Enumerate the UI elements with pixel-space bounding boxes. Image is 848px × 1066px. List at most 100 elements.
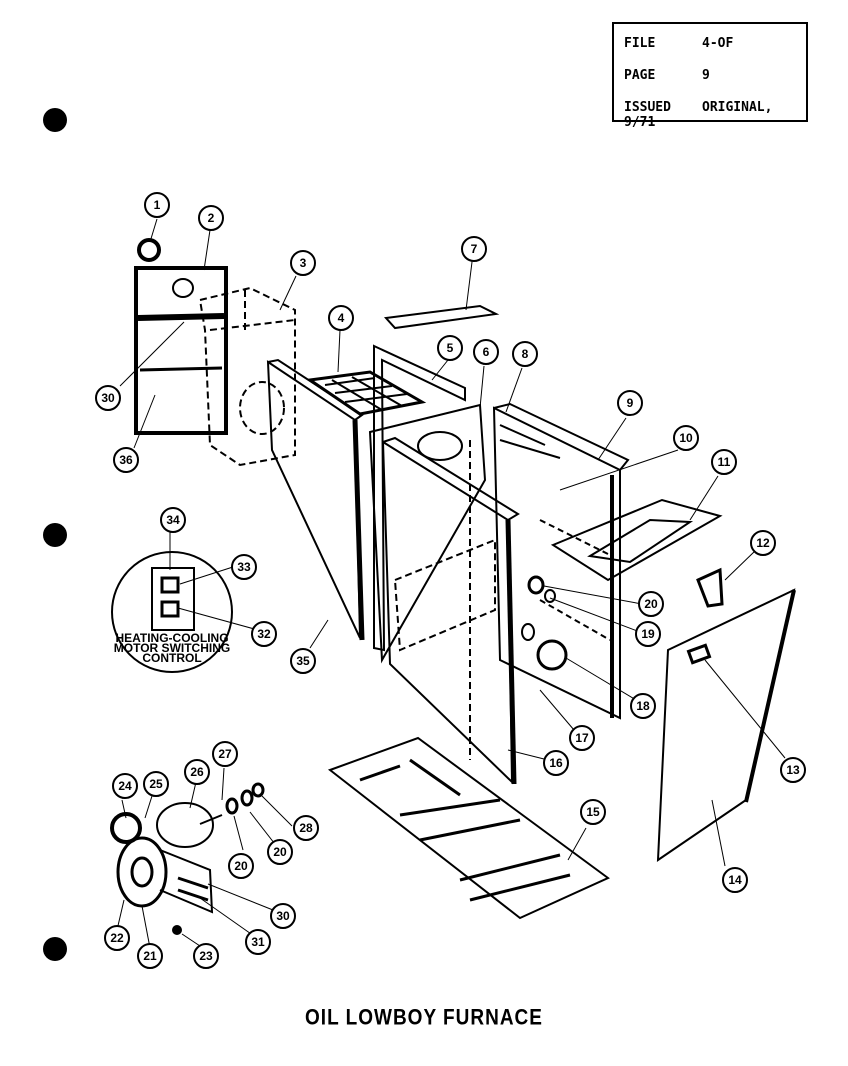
callout-number: 7 [471,242,478,256]
heat-exchanger-grid [305,370,427,416]
callout-circle [228,853,254,879]
callout-circle [328,305,354,331]
callout-17: 17 [569,725,595,751]
diagram-title: OIL LOWBOY FURNACE [305,1006,543,1031]
file-label: FILE [624,36,656,51]
base-pan [327,736,610,920]
callout-number: 30 [276,909,290,923]
callout-20: 20 [638,591,664,617]
callout-5: 5 [437,335,463,361]
binder-hole-bottom [43,937,67,961]
callout-circle [780,757,806,783]
baffle-panel [368,403,487,664]
callout-number: 18 [636,699,650,713]
inset-caption-line-1: HEATING-COOLING [115,631,228,645]
callout-31: 31 [245,929,271,955]
callout-number: 8 [522,347,529,361]
inset-caption-line-2: MOTOR SWITCHING [114,641,230,655]
callout-6: 6 [473,339,499,365]
callout-circle [112,773,138,799]
callout-20: 20 [228,853,254,879]
callout-circle [270,903,296,929]
issued-label: ISSUED [624,100,671,115]
callout-10: 10 [673,425,699,451]
issued-value: ORIGINAL, 9/71 [624,100,773,130]
callout-number: 32 [257,627,271,641]
callout-8: 8 [512,341,538,367]
callout-number: 11 [718,455,731,469]
callout-26: 26 [184,759,210,785]
callout-circle [113,447,139,473]
leader-lines [116,218,786,951]
callout-36: 36 [113,447,139,473]
inset-caption: HEATING-COOLING MOTOR SWITCHING CONTROL [114,631,230,665]
callout-circle [293,815,319,841]
callout-33: 33 [231,554,257,580]
callout-12: 12 [750,530,776,556]
callout-circle [473,339,499,365]
callout-30: 30 [270,903,296,929]
callout-28: 28 [293,815,319,841]
callout-circle [184,759,210,785]
duct-collar [550,498,723,582]
callout-number: 36 [119,453,133,467]
callout-20: 20 [267,839,293,865]
callout-32: 32 [251,621,277,647]
callout-number: 33 [237,560,251,574]
callout-number: 12 [756,536,770,550]
callout-15: 15 [580,799,606,825]
callout-circle [512,341,538,367]
callout-number: 21 [143,949,157,963]
callout-circle [722,867,748,893]
inset-caption-line-3: CONTROL [142,651,201,665]
callout-number: 20 [644,597,658,611]
callout-circle [104,925,130,951]
callout-14: 14 [722,867,748,893]
callout-number: 9 [627,396,634,410]
callout-number: 10 [679,431,693,445]
callout-number: 20 [234,859,248,873]
callout-number: 2 [208,211,215,225]
callout-number: 26 [190,765,204,779]
callout-circle [160,507,186,533]
callout-number: 35 [296,654,310,668]
callout-circle [437,335,463,361]
callout-number: 23 [199,949,213,963]
callout-1: 1 [144,192,170,218]
callout-number: 15 [586,805,600,819]
callout-number: 5 [447,341,454,355]
rear-panel [373,344,466,652]
callout-25: 25 [143,771,169,797]
callout-number: 3 [300,256,307,270]
callout-circle [635,621,661,647]
callout-4: 4 [328,305,354,331]
callout-circle [290,250,316,276]
callout-21: 21 [137,943,163,969]
callout-9: 9 [617,390,643,416]
callout-3: 3 [290,250,316,276]
binder-hole-middle [43,523,67,547]
callout-number: 14 [728,873,742,887]
callout-circle [143,771,169,797]
callout-number: 30 [101,391,115,405]
callout-number: 20 [273,845,287,859]
switching-control-inset [111,551,233,673]
callout-number: 16 [549,756,563,770]
callout-circle [144,192,170,218]
callout-30: 30 [95,385,121,411]
callout-13: 13 [780,757,806,783]
callout-circle [638,591,664,617]
callout-7: 7 [461,236,487,262]
callout-number: 24 [118,779,132,793]
callout-circle [630,693,656,719]
callout-number: 19 [641,627,655,641]
callout-number: 4 [338,311,345,325]
callout-number: 31 [251,935,265,949]
callout-11: 11 [711,449,737,475]
file-value: 4-OF [702,36,734,51]
callout-circle [569,725,595,751]
callout-circle [673,425,699,451]
